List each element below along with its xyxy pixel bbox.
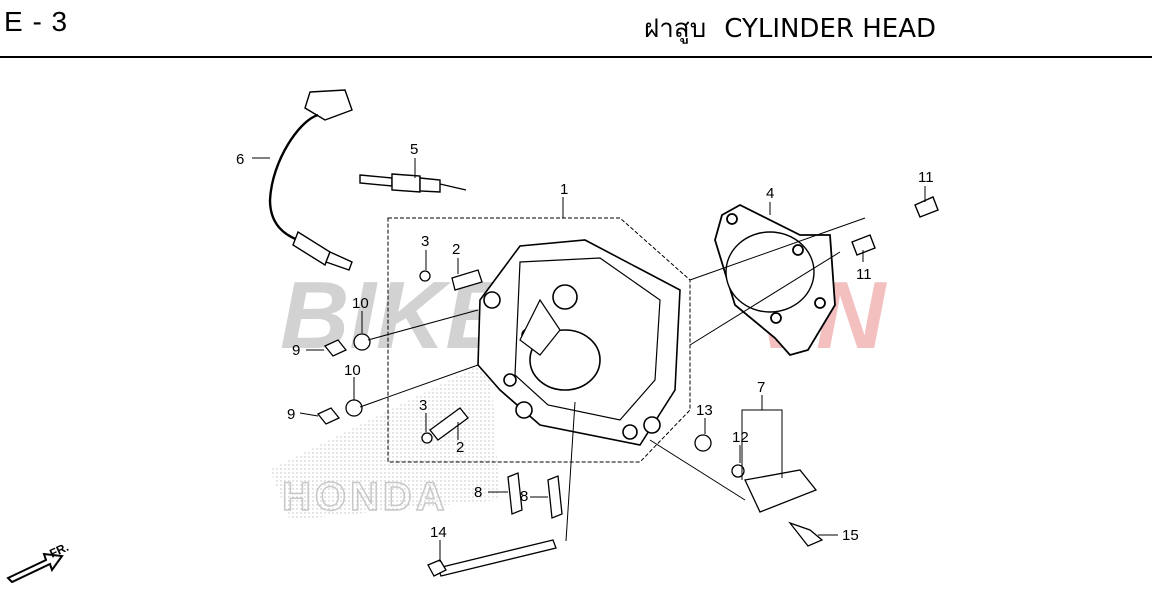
stud-b [547,475,563,519]
cylinder-head [477,239,681,446]
spark-plug [359,173,467,193]
nut-upper [323,339,348,357]
page-title-thai: ฝาสูบ [644,14,707,44]
callout-6: 6 [236,151,244,168]
callout-8: 8 [520,488,528,505]
nut-lower [316,407,341,425]
callout-10: 10 [344,362,361,379]
leader-lines [252,157,926,562]
callout-13: 13 [696,402,713,419]
callout-12: 12 [732,429,749,446]
bolt-13 [694,434,712,452]
bolt-15 [788,521,824,547]
valve-guide-lower [429,407,469,441]
page-title: ฝาสูบ CYLINDER HEAD [644,8,936,49]
callout-3: 3 [421,233,429,250]
fasteners [316,269,824,577]
valve-guide-upper [451,269,483,291]
callout-10: 10 [352,295,369,312]
page-code: E - 3 [4,6,69,37]
callout-9: 9 [287,406,295,423]
honda-watermark-text: HONDA [282,475,449,519]
callout-11: 11 [856,266,872,283]
sensor-7 [744,469,818,513]
header-rule [0,56,1152,58]
callout-3: 3 [419,397,427,414]
callout-14: 14 [430,524,447,541]
callout-15: 15 [842,527,859,544]
front-arrow-icon [6,552,64,584]
cylinder-head-gasket [714,203,836,357]
callout-2: 2 [452,241,460,258]
stud-a [507,472,523,515]
callout-2: 2 [456,439,464,456]
front-direction-indicator: FR. [6,540,71,584]
long-bolt [437,539,557,577]
oxygen-sensor [268,89,353,271]
callout-8: 8 [474,484,482,501]
callout-4: 4 [766,185,774,202]
callout-1: 1 [560,181,568,198]
honda-wing-watermark [270,360,500,520]
o-ring-12 [731,464,745,478]
callout-9: 9 [292,342,300,359]
front-label: FR. [47,540,70,561]
callout-7: 7 [757,379,765,396]
page-title-english: CYLINDER HEAD [724,14,936,44]
dowel-pins [851,196,939,256]
callout-11: 11 [918,169,934,186]
callout-labels: 1 2 2 3 3 4 5 6 7 8 8 9 9 10 10 11 11 12… [236,141,934,544]
callout-5: 5 [410,141,418,158]
